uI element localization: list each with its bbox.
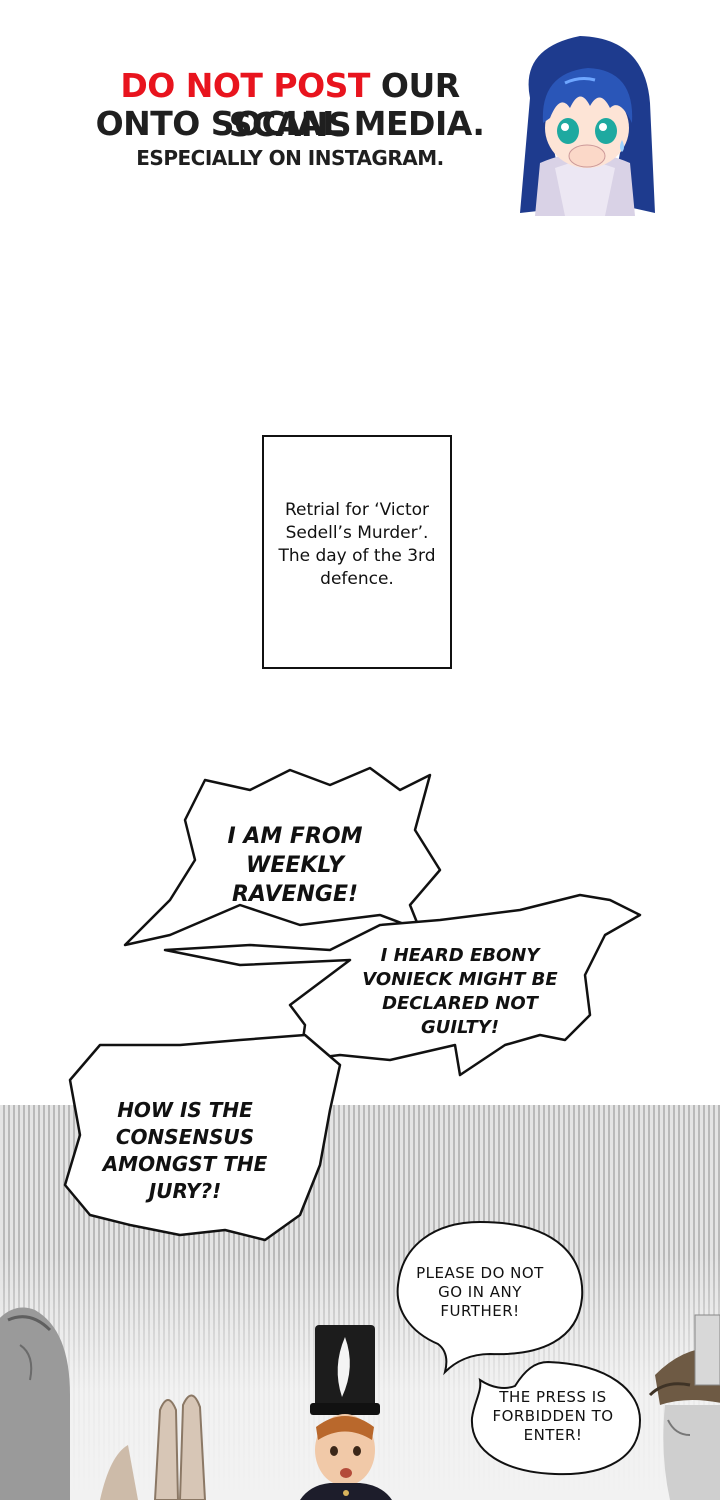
- warning-rest-text: OUR SCANS: [228, 66, 460, 144]
- speech-bubble-5-text: THE PRESS IS FORBIDDEN TO ENTER!: [492, 1388, 614, 1444]
- warning-headline: DO NOT POST OUR SCANS: [60, 66, 520, 144]
- narration-caption-text: Retrial for ‘Victor Sedell’s Murder’. Th…: [278, 500, 436, 589]
- panel-figures: [0, 1307, 720, 1500]
- warning-line-3: ESPECIALLY ON INSTAGRAM.: [136, 146, 444, 170]
- raised-hands: [100, 1394, 207, 1500]
- speech-bubble-3-text: HOW IS THE CONSENSUS AMONGST THE JURY?!: [102, 1098, 268, 1203]
- warning-red-text: DO NOT POST: [120, 66, 370, 105]
- guard-figure: [300, 1325, 392, 1500]
- speech-bubble-4-text: PLEASE DO NOT GO IN ANY FURTHER!: [416, 1264, 544, 1320]
- chibi-character-illustration: [520, 36, 655, 216]
- comic-panel: [0, 1105, 720, 1500]
- left-grey-haired-figure: [0, 1307, 70, 1500]
- warning-banner: DO NOT POST OUR SCANS ONTO SOCIAL MEDIA.…: [0, 0, 720, 240]
- narration-caption-box: Retrial for ‘Victor Sedell’s Murder’. Th…: [262, 435, 452, 669]
- speech-bubble-1-text: I AM FROM WEEKLY RAVENGE!: [227, 824, 363, 907]
- speech-bubble-2-text: I HEARD EBONY VONIECK MIGHT BE DECLARED …: [362, 945, 558, 1038]
- warning-line-2: ONTO SOCIAL MEDIA.: [95, 104, 485, 143]
